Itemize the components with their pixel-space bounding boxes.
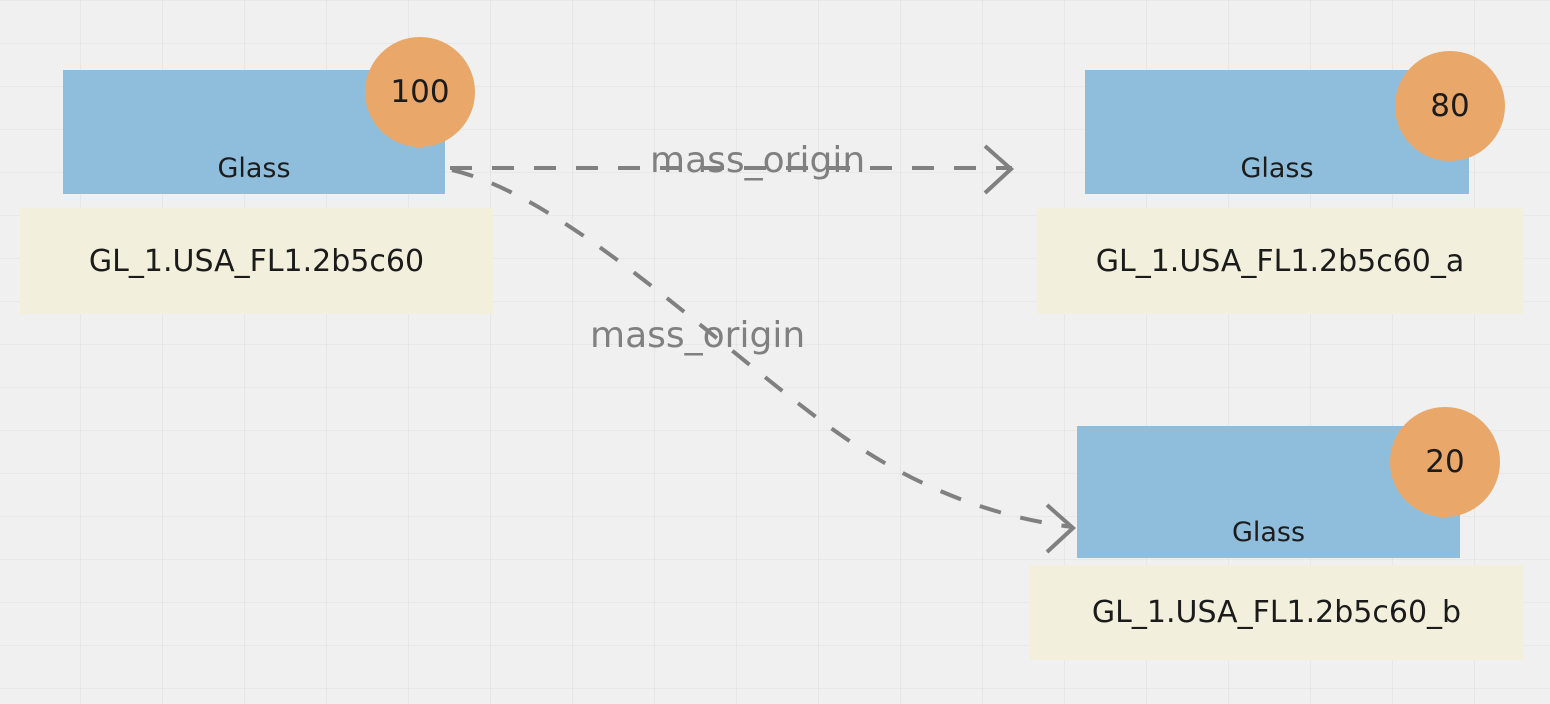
edge-source-to-a-arrowhead-icon bbox=[983, 144, 1014, 195]
node-source-caption-text: GL_1.USA_FL1.2b5c60 bbox=[88, 243, 425, 279]
node-source-title: Glass bbox=[217, 153, 291, 184]
node-split-b-caption-text: GL_1.USA_FL1.2b5c60_b bbox=[1091, 595, 1462, 630]
node-split-a-caption[interactable]: GL_1.USA_FL1.2b5c60_a bbox=[1037, 208, 1523, 314]
node-split-a-caption-text: GL_1.USA_FL1.2b5c60_a bbox=[1095, 243, 1465, 279]
node-split-b-caption[interactable]: GL_1.USA_FL1.2b5c60_b bbox=[1030, 565, 1523, 660]
node-source-caption[interactable]: GL_1.USA_FL1.2b5c60 bbox=[20, 208, 493, 314]
edge-label-source-to-b[interactable]: mass_origin bbox=[590, 315, 806, 356]
node-source-mass-badge[interactable]: 100 bbox=[365, 37, 475, 147]
node-split-b-title: Glass bbox=[1231, 517, 1306, 548]
node-split-b-mass-badge[interactable]: 20 bbox=[1390, 407, 1500, 517]
node-source-mass-value: 100 bbox=[390, 73, 450, 110]
node-split-b-mass-value: 20 bbox=[1425, 443, 1465, 480]
node-split-a-title: Glass bbox=[1240, 153, 1314, 184]
edge-label-source-to-a[interactable]: mass_origin bbox=[650, 140, 866, 181]
node-split-a-mass-value: 80 bbox=[1430, 87, 1470, 124]
edge-source-to-b-arrowhead-icon bbox=[1045, 503, 1076, 554]
node-split-a-mass-badge[interactable]: 80 bbox=[1395, 51, 1505, 161]
